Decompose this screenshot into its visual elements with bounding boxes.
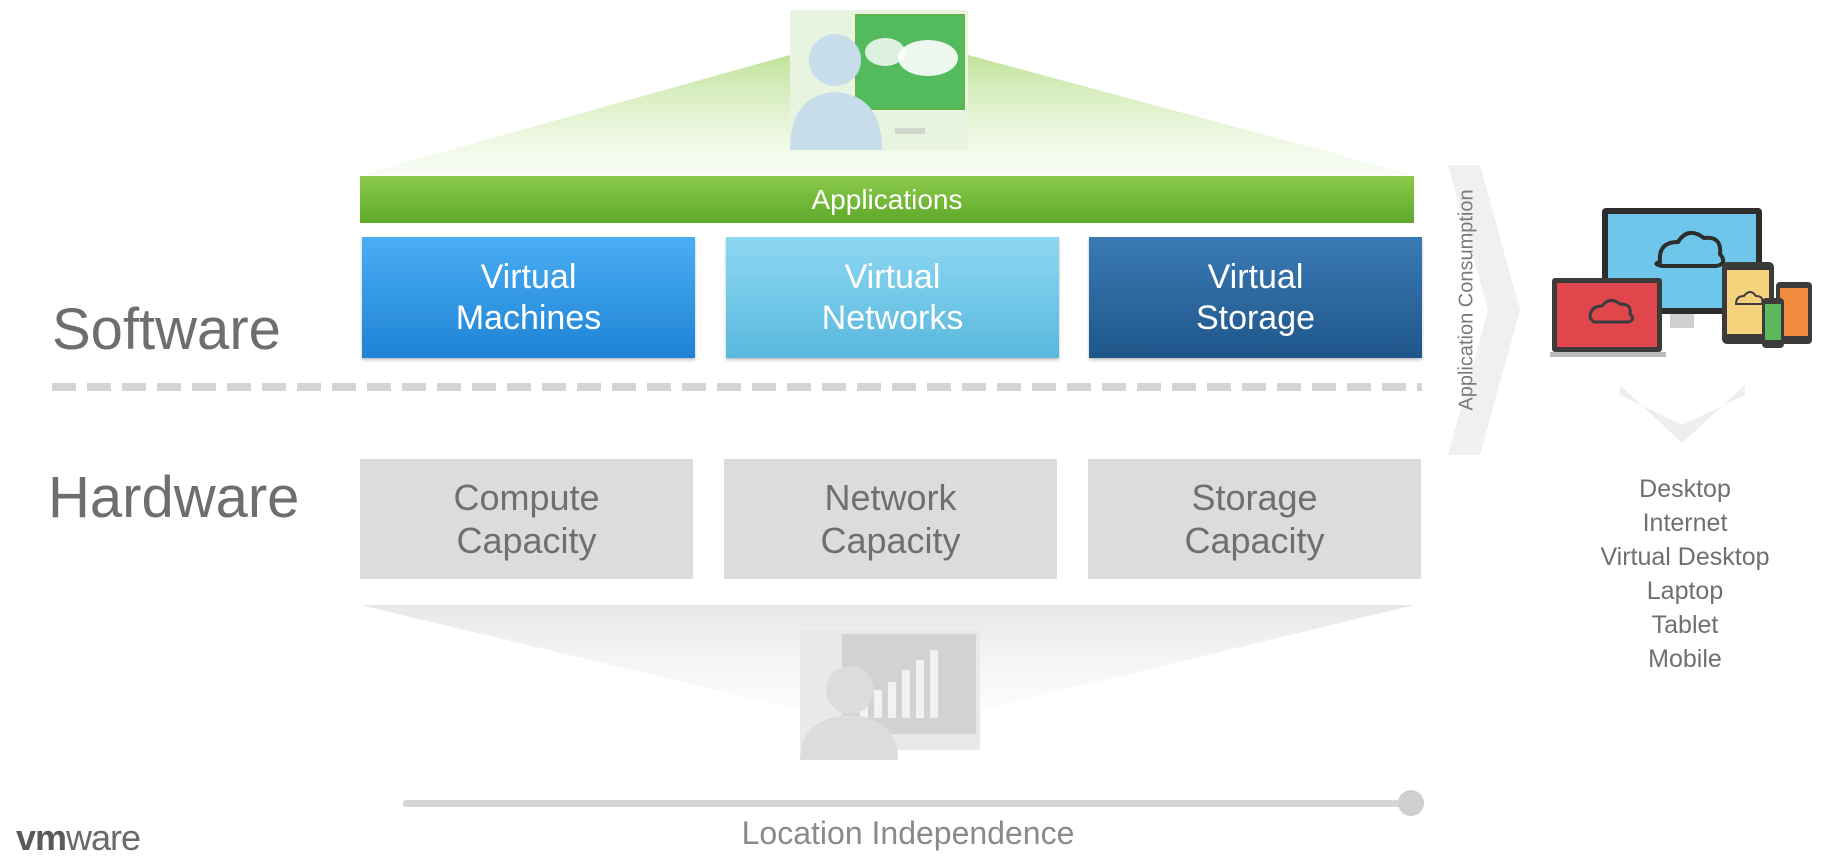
tile-line-2: Capacity	[456, 520, 597, 561]
location-independence-line	[403, 800, 1411, 807]
application-consumption-label: Application Consumption	[1455, 189, 1478, 411]
layer-divider	[52, 383, 1422, 391]
logo-bold: vm	[16, 817, 67, 858]
top-fan-graphic	[360, 10, 1414, 175]
logo-rest: ware	[66, 817, 141, 858]
tile-line-1: Storage	[1191, 477, 1318, 518]
list-item: Laptop	[1646, 577, 1724, 605]
hardware-label: Hardware	[48, 465, 300, 530]
tile-line-2: Machines	[455, 298, 602, 337]
tile-line-1: Virtual	[480, 257, 577, 296]
chevron-down-icon	[1620, 385, 1745, 443]
vmware-logo: vmware	[16, 817, 141, 859]
consumption-arrow-icon	[1448, 165, 1520, 455]
tile-line-2: Storage	[1195, 298, 1316, 337]
devices-icon	[1550, 208, 1812, 357]
tile-line-2: Networks	[821, 298, 964, 337]
tile-line-1: Compute	[453, 477, 600, 518]
analytics-monitor-icon	[800, 630, 980, 760]
location-independence-knob	[1398, 790, 1424, 816]
list-item: Virtual Desktop	[1600, 543, 1770, 571]
list-item: Tablet	[1651, 611, 1719, 639]
list-item: Desktop	[1639, 475, 1731, 503]
bottom-fan-graphic	[360, 605, 1414, 760]
tile-line-2: Capacity	[820, 520, 961, 561]
applications-label: Applications	[811, 183, 963, 215]
location-independence-label: Location Independence	[741, 815, 1075, 851]
applications-bar: Applications	[360, 176, 1414, 223]
device-list: Desktop Internet Virtual Desktop Laptop …	[1590, 472, 1780, 676]
tile-line-2: Capacity	[1184, 520, 1325, 561]
tile-line-1: Virtual	[844, 257, 941, 296]
list-item: Internet	[1642, 509, 1728, 537]
tile-line-1: Network	[824, 477, 957, 518]
person-at-monitor-icon	[790, 10, 968, 150]
tile-line-1: Virtual	[1207, 257, 1304, 296]
software-label: Software	[52, 297, 281, 362]
list-item: Mobile	[1648, 645, 1722, 673]
